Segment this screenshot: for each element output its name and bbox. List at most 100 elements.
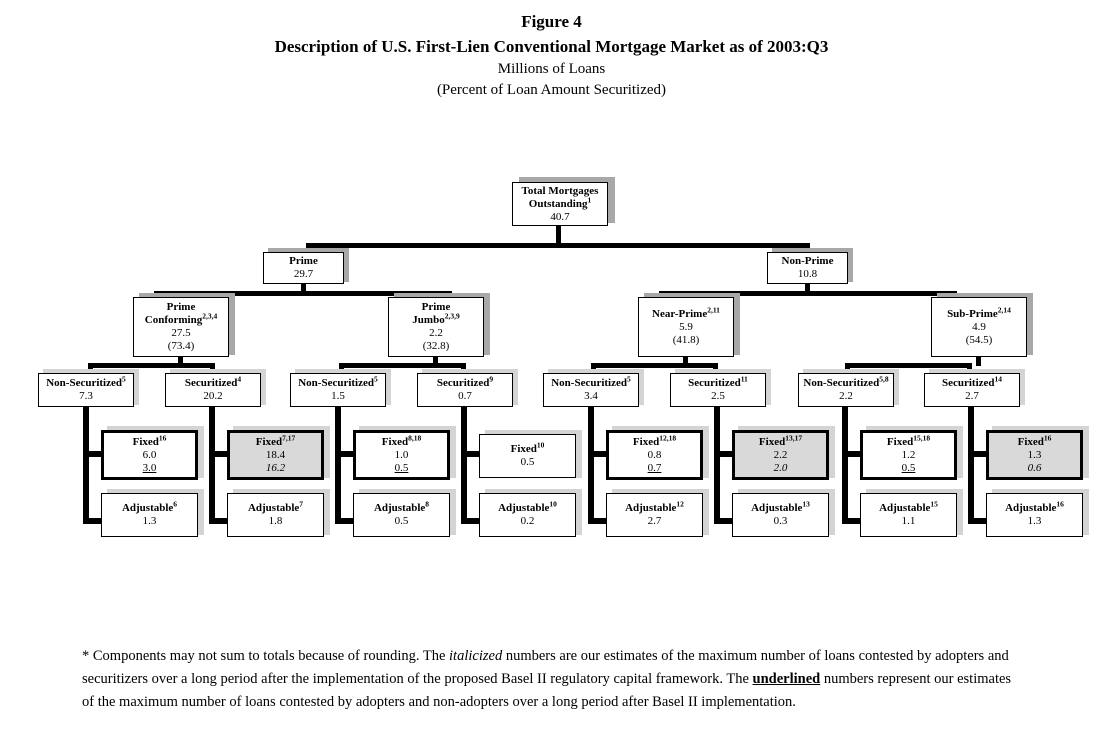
- connector-ns3-arm-fixed: [588, 451, 610, 457]
- connector-pc-hbar: [88, 363, 215, 368]
- node-title: Adjustable6: [121, 499, 178, 514]
- node-title: Adjustable12: [625, 499, 684, 514]
- node-value: 2.2: [429, 327, 443, 339]
- node-title: Fixed16: [1017, 432, 1052, 448]
- node-value: 0.5: [520, 456, 535, 468]
- node-adjustable-5[interactable]: Adjustable12 2.7: [606, 493, 703, 537]
- node-non-securitized-1[interactable]: Non-Securitized5 7.3: [38, 373, 134, 407]
- connector-ns3-arm-adj: [588, 518, 610, 524]
- footnote-underlined-word: underlined: [752, 671, 821, 687]
- connector-s3-trunk: [714, 407, 720, 524]
- node-title: Fixed12,18: [632, 432, 677, 448]
- node-fixed-3[interactable]: Fixed8,18 1.0 0.5: [353, 430, 450, 480]
- node-percent: (41.8): [672, 333, 700, 346]
- node-securitized-3[interactable]: Securitized11 2.5: [670, 373, 766, 407]
- node-securitized-2[interactable]: Securitized9 0.7: [417, 373, 513, 407]
- node-title: Prime: [421, 301, 451, 313]
- node-non-securitized-2[interactable]: Non-Securitized5 1.5: [290, 373, 386, 407]
- node-value: 6.0: [142, 448, 157, 461]
- node-adjustable-2[interactable]: Adjustable7 1.8: [227, 493, 324, 537]
- node-title: Adjustable13: [751, 499, 810, 514]
- node-adjustable-8[interactable]: Adjustable16 1.3: [986, 493, 1083, 537]
- node-title: Fixed8,18: [381, 432, 422, 448]
- connector-l2-hbar: [306, 243, 810, 248]
- mortgage-market-tree-diagram: Total Mortgages Outstanding1 40.7 Prime …: [38, 177, 1089, 537]
- node-fixed-6[interactable]: Fixed13,17 2.2 2.0: [732, 430, 829, 480]
- node-title: Adjustable15: [879, 499, 938, 514]
- node-near-prime[interactable]: Near-Prime2,11 5.9 (41.8): [638, 297, 734, 357]
- connector-ns1-arm-adj: [83, 518, 105, 524]
- node-non-securitized-4[interactable]: Non-Securitized5,8 2.2: [798, 373, 894, 407]
- node-non-securitized-3[interactable]: Non-Securitized5 3.4: [543, 373, 639, 407]
- footnote-part-1: * Components may not sum to totals becau…: [82, 648, 450, 664]
- node-prime[interactable]: Prime 29.7: [263, 252, 344, 284]
- node-title: Non-Prime: [781, 255, 834, 267]
- node-prime-jumbo[interactable]: Prime Jumbo2,3,9 2.2 (32.8): [388, 297, 484, 357]
- node-securitized-1[interactable]: Securitized4 20.2: [165, 373, 261, 407]
- node-adjustable-3[interactable]: Adjustable8 0.5: [353, 493, 450, 537]
- node-total-mortgages[interactable]: Total Mortgages Outstanding1 40.7: [512, 182, 608, 226]
- connector-ns1-trunk: [83, 407, 89, 524]
- connector-sp-left-drop: [845, 363, 850, 373]
- node-fixed-7[interactable]: Fixed15,18 1.2 0.5: [860, 430, 957, 480]
- footnote-part-2: numbers are our estimates of the maximum…: [82, 648, 1009, 687]
- connector-nonprime-hbar: [659, 291, 957, 296]
- node-fixed-8[interactable]: Fixed16 1.3 0.6: [986, 430, 1083, 480]
- node-adjustable-1[interactable]: Adjustable6 1.3: [101, 493, 198, 537]
- connector-s4-trunk: [968, 407, 974, 524]
- node-value: 3.4: [584, 390, 598, 402]
- node-title: Prime: [289, 255, 318, 267]
- node-value: 0.8: [647, 448, 662, 461]
- node-securitized-4[interactable]: Securitized14 2.7: [924, 373, 1020, 407]
- node-value: 1.0: [394, 448, 409, 461]
- node-percent: (54.5): [965, 333, 993, 346]
- node-adjustable-7[interactable]: Adjustable15 1.1: [860, 493, 957, 537]
- connector-prime-stem: [301, 284, 306, 294]
- node-value: 2.2: [773, 448, 788, 461]
- connector-ns2-trunk: [335, 407, 341, 524]
- connector-s4-arm-fixed: [968, 451, 990, 457]
- node-percent: (32.8): [422, 340, 450, 352]
- node-value: 18.4: [265, 448, 286, 461]
- node-fixed-4[interactable]: Fixed10 0.5: [479, 434, 576, 478]
- node-value: 2.2: [839, 390, 853, 402]
- node-title: Total Mortgages: [521, 184, 599, 197]
- node-value: 0.3: [773, 515, 788, 527]
- connector-pj-hbar: [339, 363, 466, 368]
- node-extra-value: 0.5: [901, 461, 916, 474]
- connector-s3-arm-fixed: [714, 451, 736, 457]
- figure-subtitle-secondary: (Percent of Loan Amount Securitized): [436, 82, 667, 98]
- connector-sp-stem: [976, 357, 981, 366]
- connector-sp-right-drop: [967, 363, 972, 373]
- node-value: 1.5: [331, 390, 345, 402]
- node-non-prime[interactable]: Non-Prime 10.8: [767, 252, 848, 284]
- node-title: Near-Prime2,11: [652, 304, 720, 320]
- node-title: Sub-Prime2,14: [947, 304, 1011, 320]
- connector-ns4-arm-adj: [842, 518, 864, 524]
- node-title: Securitized14: [941, 374, 1003, 389]
- node-value: 4.9: [972, 320, 986, 333]
- connector-pj-left-drop: [339, 363, 344, 373]
- node-adjustable-6[interactable]: Adjustable13 0.3: [732, 493, 829, 537]
- connector-np-hbar: [591, 363, 718, 368]
- node-sub-prime[interactable]: Sub-Prime2,14 4.9 (54.5): [931, 297, 1027, 357]
- figure-footnote: * Components may not sum to totals becau…: [82, 645, 1022, 714]
- node-percent: (73.4): [167, 340, 195, 352]
- node-title: Fixed16: [132, 432, 167, 448]
- connector-pj-stem: [433, 357, 438, 366]
- node-value: 1.1: [901, 515, 916, 527]
- node-title: Adjustable7: [247, 499, 304, 514]
- node-fixed-2[interactable]: Fixed7,17 18.4 16.2: [227, 430, 324, 480]
- connector-ns4-arm-fixed: [842, 451, 864, 457]
- connector-nonprime-stem: [805, 284, 810, 294]
- node-adjustable-4[interactable]: Adjustable10 0.2: [479, 493, 576, 537]
- node-prime-conforming[interactable]: Prime Conforming2,3,4 27.5 (73.4): [133, 297, 229, 357]
- connector-ns1-arm-fixed: [83, 451, 105, 457]
- connector-ns3-trunk: [588, 407, 594, 524]
- connector-ns2-arm-fixed: [335, 451, 357, 457]
- node-fixed-1[interactable]: Fixed16 6.0 3.0: [101, 430, 198, 480]
- node-extra-value: 3.0: [142, 461, 157, 474]
- node-title: Securitized9: [436, 374, 494, 389]
- node-title: Securitized11: [688, 374, 748, 389]
- node-fixed-5[interactable]: Fixed12,18 0.8 0.7: [606, 430, 703, 480]
